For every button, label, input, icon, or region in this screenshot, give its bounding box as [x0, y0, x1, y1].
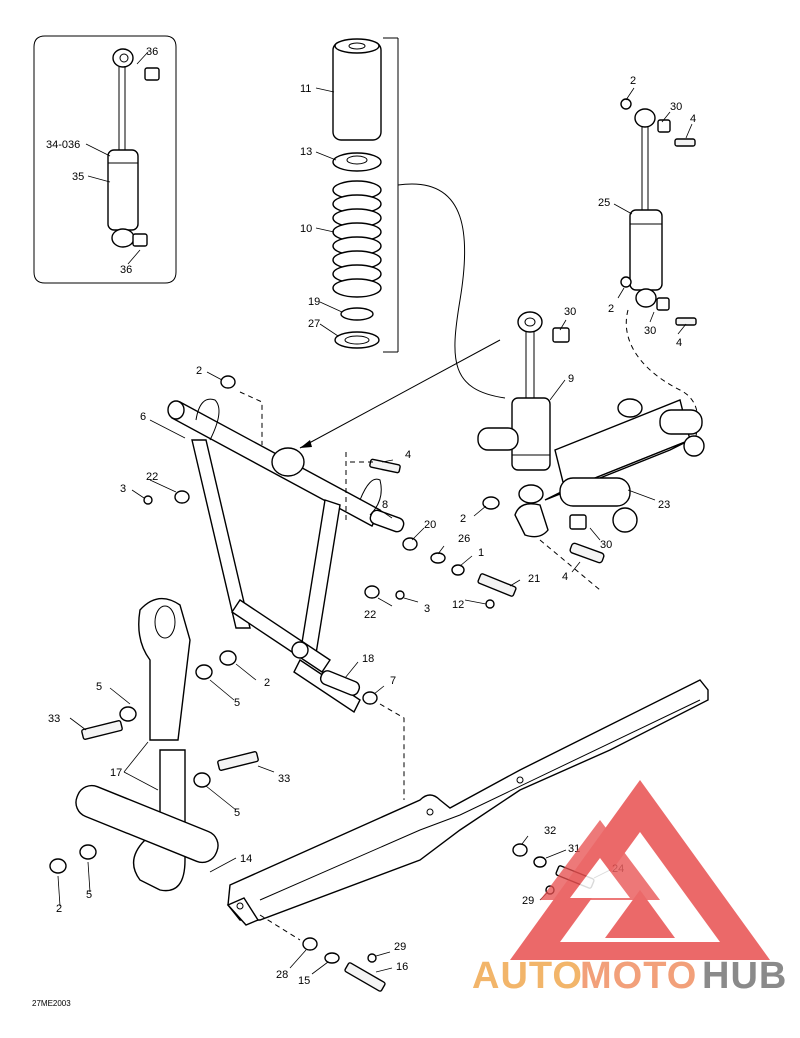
- callout-5-axle: 5: [86, 889, 92, 901]
- callout-30-arm: 30: [600, 539, 612, 551]
- callout-3-left: 3: [120, 483, 126, 495]
- callout-29-rail: 29: [522, 895, 534, 907]
- spring-stack: [299, 37, 506, 449]
- rear-shock-25: [613, 87, 699, 441]
- callout-28: 28: [276, 969, 288, 981]
- callout-12: 12: [452, 599, 464, 611]
- callout-14: 14: [240, 853, 252, 865]
- callout-34-036: 34-036: [46, 139, 80, 151]
- callout-16: 16: [396, 961, 408, 973]
- callout-26: 26: [458, 533, 470, 545]
- callout-20: 20: [424, 519, 436, 531]
- callout-4-arm: 4: [562, 571, 568, 583]
- callout-4-rear-top: 4: [690, 113, 696, 125]
- callout-30-rear-top: 30: [670, 101, 682, 113]
- callout-33-top: 33: [48, 713, 60, 725]
- callout-22-left: 22: [146, 471, 158, 483]
- callout-1: 1: [478, 547, 484, 559]
- brand-moto: MOTO: [580, 955, 697, 997]
- callout-4-rear-bottom: 4: [676, 337, 682, 349]
- callout-36-top: 36: [146, 46, 158, 58]
- callout-15: 15: [298, 975, 310, 987]
- callout-29-bottom: 29: [394, 941, 406, 953]
- inset-shock-detail: [33, 35, 177, 284]
- callout-9: 9: [568, 373, 574, 385]
- callout-30-rear-bottom: 30: [644, 325, 656, 337]
- brand-hub: HUB: [702, 955, 787, 997]
- callout-17: 17: [110, 767, 122, 779]
- callout-10: 10: [300, 223, 312, 235]
- callout-5-link-left: 5: [96, 681, 102, 693]
- callout-2-link: 2: [264, 677, 270, 689]
- callout-4-pivot: 4: [405, 449, 411, 461]
- callout-11: 11: [300, 83, 311, 95]
- callout-2-arm: 2: [460, 513, 466, 525]
- rear-arm-23: [473, 398, 705, 591]
- callout-19: 19: [308, 296, 320, 308]
- main-shock-9: [511, 311, 570, 504]
- callout-33-bottom: 33: [278, 773, 290, 785]
- callout-25: 25: [598, 197, 610, 209]
- callout-27: 27: [308, 318, 320, 330]
- callout-22-right: 22: [364, 609, 376, 621]
- callout-6: 6: [140, 411, 146, 423]
- callout-13: 13: [300, 146, 312, 158]
- callout-2-axle: 2: [56, 903, 62, 915]
- triangle-logo-icon: [510, 780, 770, 960]
- callout-7: 7: [390, 675, 396, 687]
- callout-2-rear-bottom: 2: [608, 303, 614, 315]
- callout-2-rear-top: 2: [630, 75, 636, 87]
- front-arm-6-18: [131, 371, 521, 800]
- diagram-code: 27ME2003: [32, 999, 71, 1008]
- callout-5-link-right: 5: [234, 697, 240, 709]
- callout-36-bottom: 36: [120, 264, 132, 276]
- callout-labels: 36 34-036 35 36 11 13 10 19 27 2 30 4 25…: [32, 46, 696, 1008]
- callout-32: 32: [544, 825, 556, 837]
- callout-30-main: 30: [564, 306, 576, 318]
- callout-2-front-top: 2: [196, 365, 202, 377]
- automotohub-watermark: AUTO MOTO HUB: [472, 780, 787, 997]
- callout-21: 21: [528, 573, 540, 585]
- callout-3-right: 3: [424, 603, 430, 615]
- callout-18: 18: [362, 653, 374, 665]
- brand-auto: AUTO: [472, 955, 583, 997]
- callout-8: 8: [382, 499, 388, 511]
- links-17-axle-14: [49, 597, 275, 907]
- callout-5-lower: 5: [234, 807, 240, 819]
- callout-35: 35: [72, 171, 84, 183]
- callout-23: 23: [658, 499, 670, 511]
